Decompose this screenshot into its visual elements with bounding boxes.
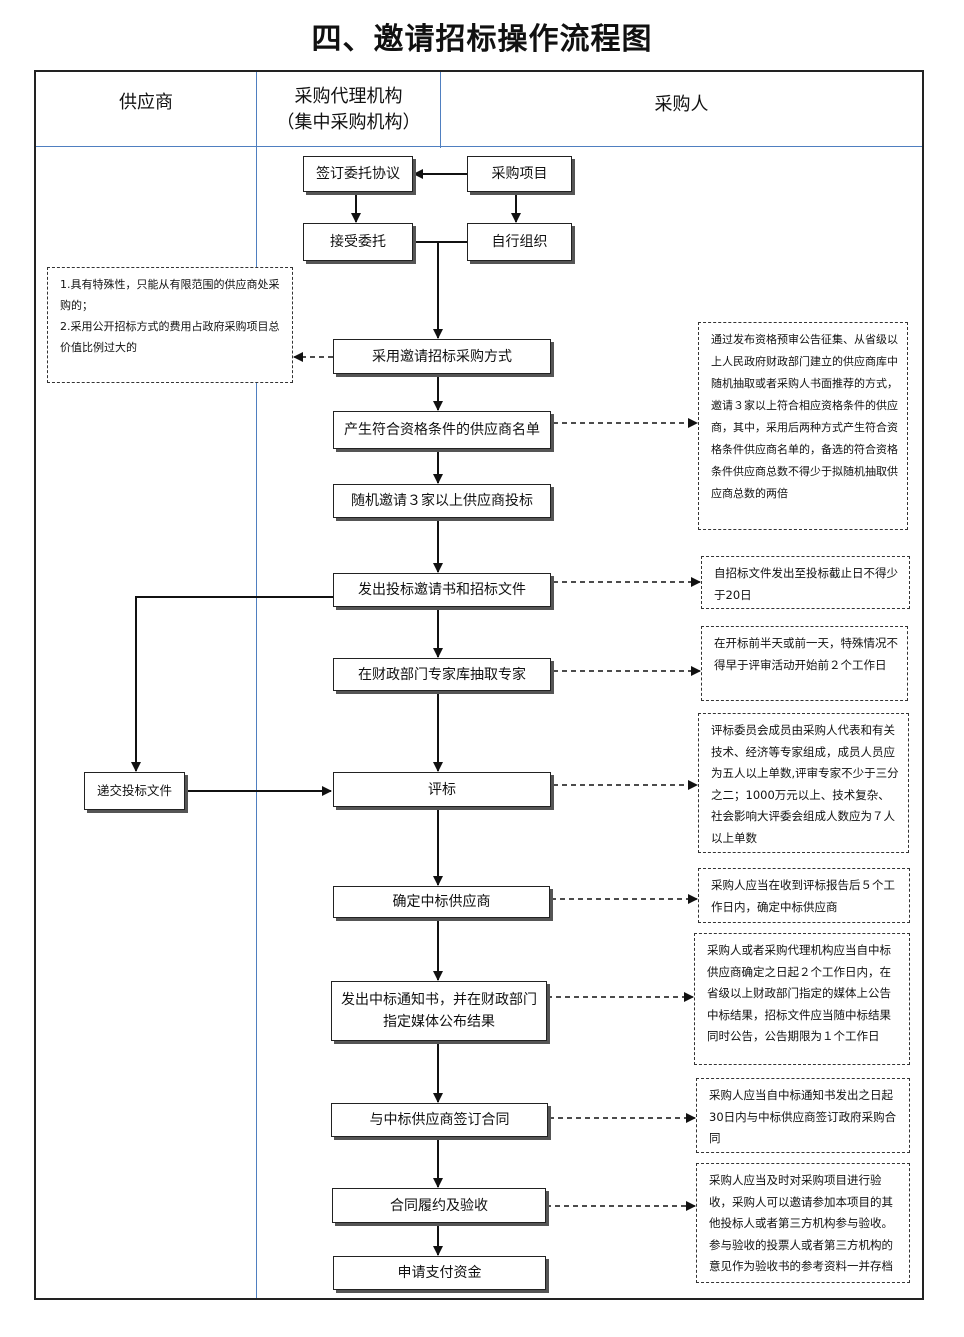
self-org-box: 自行组织 (467, 223, 572, 261)
evaluate-box: 评标 (333, 772, 551, 807)
lane-divider-right (440, 72, 441, 148)
qualified-note: 通过发布资格预审公告征集、从省级以上人民政府财政部门建立的供应商库中随机抽取或者… (698, 322, 908, 530)
notice-label-line1: 发出中标通知书，并在财政部门 (341, 992, 537, 1008)
payment-box: 申请支付资金 (333, 1256, 546, 1290)
committee-note: 评标委员会成员由采购人代表和有关技术、经济等专家组成，成员人员应为五人以上单数,… (698, 713, 909, 853)
accept-box: 接受委托 (303, 223, 413, 261)
lane-header-agency: 采购代理机构 （集中采购机构） (257, 84, 440, 136)
lane-header-divider (36, 146, 922, 147)
evaluate-label: 评标 (428, 781, 456, 798)
lane-divider-left (256, 72, 257, 1298)
contract-note: 采购人应当自中标通知书发出之日起30日内与中标供应商签订政府采购合同 (696, 1078, 910, 1153)
deadline-note: 自招标文件发出至投标截止日不得少于20日 (701, 556, 910, 609)
lane-header-purchaser: 采购人 (654, 94, 709, 115)
qualified-list-label: 产生符合资格条件的供应商名单 (344, 422, 540, 438)
contract-box: 与中标供应商签订合同 (331, 1103, 548, 1137)
experts-label: 在财政部门专家库抽取专家 (358, 666, 526, 683)
arrow-issue-to-submit (131, 596, 333, 772)
project-label: 采购项目 (491, 166, 548, 182)
acceptance-note: 采购人应当及时对采购项目进行验收，采购人可以邀请参加本项目的其他投标人或者第三方… (696, 1163, 910, 1283)
lane-header-agency-line2: （集中采购机构） (276, 112, 421, 133)
random-invite-box: 随机邀请３家以上供应商投标 (333, 484, 551, 518)
sign-agreement-box: 签订委托协议 (303, 156, 413, 192)
qualified-list-box: 产生符合资格条件的供应商名单 (333, 411, 551, 449)
page-title: 四、邀请招标操作流程图 (311, 22, 653, 57)
confirm-winner-box: 确定中标供应商 (333, 886, 550, 918)
adopt-method-label: 采用邀请招标采购方式 (372, 348, 512, 365)
submit-bid-box: 递交投标文件 (84, 772, 185, 810)
confirm-winner-label: 确定中标供应商 (392, 894, 491, 910)
notice-label-line2: 指定媒体公布结果 (383, 1014, 495, 1030)
confirm-note: 采购人应当在收到评标报告后５个工作日内，确定中标供应商 (698, 868, 910, 923)
acceptance-box: 合同履约及验收 (332, 1188, 546, 1223)
acceptance-label: 合同履约及验收 (390, 1197, 488, 1214)
experts-box: 在财政部门专家库抽取专家 (333, 658, 551, 691)
accept-label: 接受委托 (330, 234, 386, 250)
self-org-label: 自行组织 (491, 234, 548, 250)
lane-header-agency-line1: 采购代理机构 (294, 86, 403, 107)
flowchart-frame (34, 70, 924, 1300)
issue-docs-box: 发出投标邀请书和招标文件 (333, 573, 551, 607)
random-invite-label: 随机邀请３家以上供应商投标 (351, 493, 533, 509)
contract-label: 与中标供应商签订合同 (369, 1112, 510, 1128)
issue-docs-label: 发出投标邀请书和招标文件 (358, 582, 526, 598)
experts-note: 在开标前半天或前一天，特殊情况不得早于评审活动开始前２个工作日 (701, 626, 908, 701)
submit-bid-label: 递交投标文件 (96, 783, 172, 798)
adopt-method-box: 采用邀请招标采购方式 (333, 339, 551, 374)
conditions-note: 1.具有特殊性，只能从有限范围的供应商处采购的； 2.采用公开招标方式的费用占政… (47, 267, 293, 383)
lane-header-supplier: 供应商 (119, 92, 173, 113)
notice-box: 发出中标通知书，并在财政部门 指定媒体公布结果 (331, 981, 547, 1041)
sign-agreement-label: 签订委托协议 (316, 166, 400, 182)
project-box: 采购项目 (467, 156, 572, 192)
announce-note: 采购人或者采购代理机构应当自中标供应商确定之日起２个工作日内，在省级以上财政部门… (694, 933, 910, 1065)
payment-label: 申请支付资金 (397, 1265, 482, 1281)
